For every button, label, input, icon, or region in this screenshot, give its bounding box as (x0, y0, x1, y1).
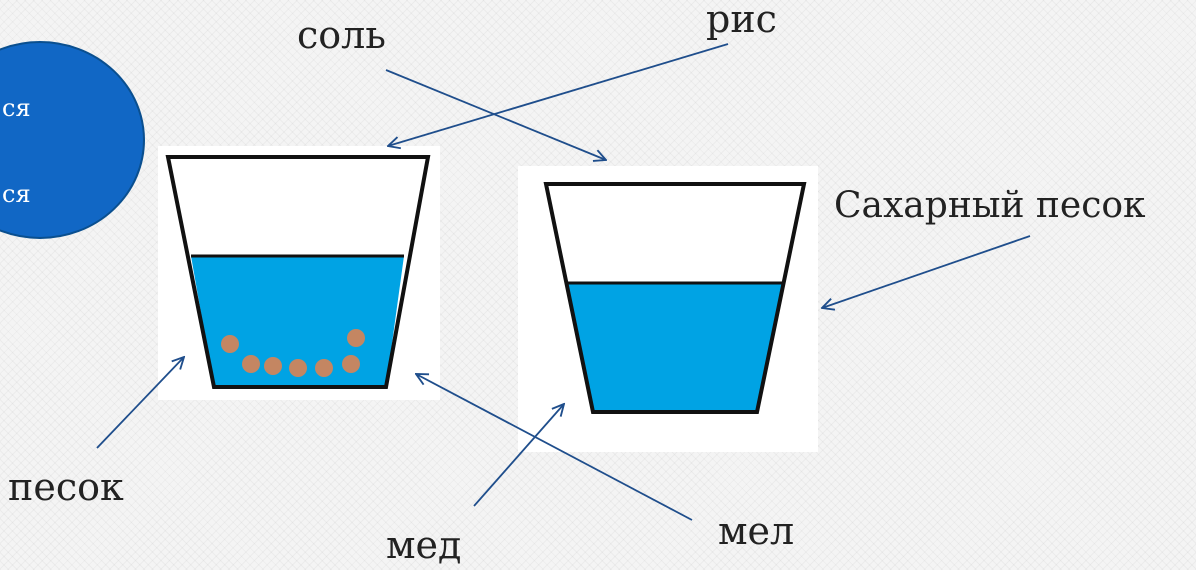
arrow-sugar-to-right-cup (822, 235, 1031, 308)
sediment-particle (242, 355, 260, 373)
badge-line-2: ся (2, 180, 31, 208)
label-sand: песок (8, 465, 124, 509)
badge-line-1: ся (2, 94, 31, 122)
sediment-particle (289, 359, 307, 377)
cup-with-sediment (158, 146, 440, 400)
arrows (96, 43, 1031, 521)
badge-oval (0, 41, 145, 239)
sediment-particles (221, 329, 365, 377)
arrow-honey-to-right-cup (473, 404, 564, 507)
cup-right-water (568, 283, 782, 412)
arrow-sand-to-left-cup (96, 357, 184, 449)
title-badge: ся ся (0, 41, 145, 239)
sediment-particle (347, 329, 365, 347)
sediment-particle (221, 335, 239, 353)
label-chalk: мел (718, 509, 794, 553)
cup-left-outline (165, 155, 431, 389)
arrow-rice-to-left-cup (388, 43, 729, 146)
cup-dissolved (518, 166, 818, 452)
cup-left-water (191, 256, 404, 387)
label-sugar: Сахарный песок (834, 185, 1146, 226)
sediment-particle (315, 359, 333, 377)
label-salt: соль (297, 13, 386, 57)
label-honey: мед (386, 523, 461, 567)
arrow-salt-to-right-cup (385, 69, 606, 160)
sediment-particle (264, 357, 282, 375)
arrow-chalk-to-left-cup (416, 374, 693, 521)
label-rice: рис (706, 0, 777, 41)
sediment-particle (342, 355, 360, 373)
cup-right-outline (543, 182, 807, 414)
